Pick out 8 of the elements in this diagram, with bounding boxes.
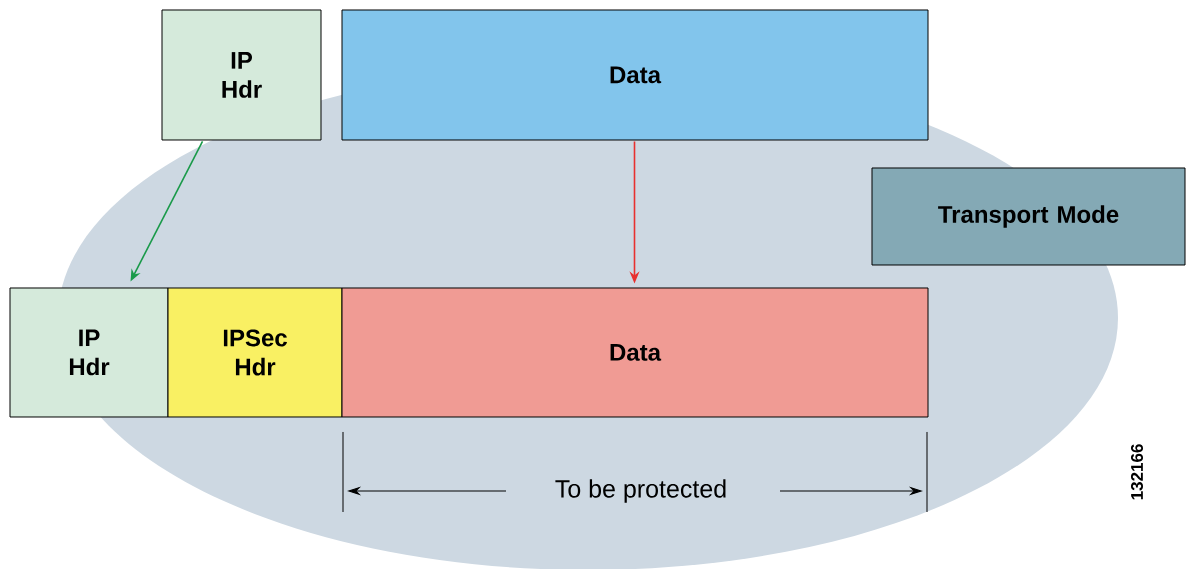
field-box: IP Hdr — [161, 9, 322, 141]
field-box: Data — [341, 9, 929, 141]
field-box: Transport Mode — [871, 167, 1186, 266]
field-box: IPSec Hdr — [167, 287, 343, 418]
field-box: Data — [341, 287, 929, 418]
dimension-label: To be protected — [555, 479, 726, 503]
field-box: IP Hdr — [9, 287, 169, 418]
figure-number: 132166 — [1130, 444, 1144, 500]
